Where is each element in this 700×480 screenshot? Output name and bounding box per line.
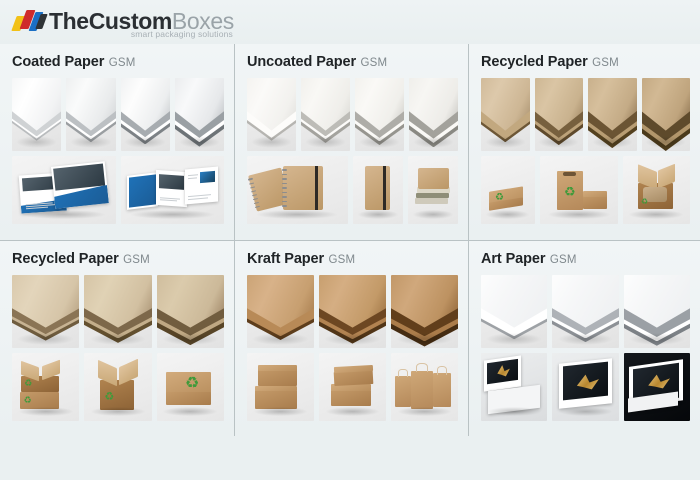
kraft-paper-swatch-1[interactable]	[247, 275, 314, 348]
art-paper-print-gold-sculpture[interactable]	[552, 353, 619, 421]
uncoated-paper-swatch-1[interactable]	[247, 78, 296, 151]
card-recycled-paper-bottom[interactable]: Recycled Paper GSM	[0, 240, 234, 436]
card-title-suffix: GSM	[360, 57, 388, 69]
product-row-kraft	[247, 353, 458, 421]
card-title-suffix: GSM	[549, 254, 577, 266]
recycle-symbol-icon: ♻	[640, 197, 649, 207]
card-title-main: Recycled Paper	[481, 54, 588, 70]
uncoated-paper-swatch-3[interactable]	[355, 78, 404, 151]
card-title-main: Coated Paper	[12, 54, 105, 70]
card-uncoated-paper[interactable]: Uncoated Paper GSM	[234, 44, 468, 240]
card-title-recycled-paper-bottom: Recycled Paper GSM	[12, 250, 224, 268]
card-title-main: Recycled Paper	[12, 251, 119, 267]
recycled-paper-b-swatch-2[interactable]	[84, 275, 152, 348]
art-paper-swatch-1[interactable]	[481, 275, 548, 348]
art-paper-print-dark-gold[interactable]	[623, 353, 690, 421]
card-title-kraft-paper: Kraft Paper GSM	[247, 250, 458, 268]
recycled-open-shipping-box[interactable]: ♻	[622, 156, 690, 224]
logo-word-boxes: Boxes	[171, 8, 234, 34]
coated-paper-swatch-2[interactable]	[66, 78, 116, 151]
card-title-art-paper: Art Paper GSM	[481, 250, 690, 268]
recycled-flat-box-with-recycle-symbol[interactable]: ♻	[481, 156, 535, 224]
card-title-suffix: GSM	[592, 57, 619, 69]
recycle-symbol-icon: ♻	[104, 390, 115, 404]
card-title-suffix: GSM	[108, 57, 136, 69]
brand-header: TheCustomBoxes smart packaging solutions	[0, 0, 700, 44]
recycle-symbol-icon: ♻	[184, 372, 200, 392]
recycle-symbol-icon: ♻	[24, 379, 33, 390]
swatch-row-recycled-top	[481, 78, 690, 151]
kraft-paper-swatch-3[interactable]	[391, 275, 458, 348]
recycled-open-cube-box[interactable]: ♻	[84, 353, 152, 421]
recycled-paper-swatch-2[interactable]	[534, 78, 583, 151]
coated-paper-swatch-4[interactable]	[174, 78, 224, 151]
card-title-recycled-paper-top: Recycled Paper GSM	[481, 53, 690, 71]
product-row-recycled-top: ♻ ♻	[481, 156, 690, 224]
logo-word-the: The	[49, 8, 89, 34]
product-row-coated	[12, 156, 224, 224]
card-kraft-paper[interactable]: Kraft Paper GSM	[234, 240, 468, 436]
recycled-stacked-open-boxes[interactable]: ♻ ♻	[12, 353, 80, 421]
card-coated-paper[interactable]: Coated Paper GSM	[0, 44, 234, 240]
coated-paper-swatch-3[interactable]	[120, 78, 170, 151]
coated-paper-brochure-mockup-2[interactable]	[120, 156, 224, 224]
recycled-paper-b-swatch-3[interactable]	[156, 275, 224, 348]
kraft-paper-swatch-2[interactable]	[319, 275, 386, 348]
recycle-symbol-icon: ♻	[23, 395, 32, 406]
product-row-uncoated	[247, 156, 458, 224]
coated-paper-swatch-1[interactable]	[12, 78, 62, 151]
swatch-row-kraft	[247, 275, 458, 348]
swatch-row-coated	[12, 78, 224, 151]
kraft-two-boxes[interactable]	[319, 353, 386, 421]
product-row-art	[481, 353, 690, 421]
recycled-closed-box-with-recycle-symbol[interactable]: ♻	[156, 353, 224, 421]
card-title-suffix: GSM	[123, 254, 150, 266]
recycled-paper-bag-and-box[interactable]: ♻	[539, 156, 618, 224]
art-paper-swatch-3[interactable]	[623, 275, 690, 348]
recycled-paper-swatch-4[interactable]	[641, 78, 690, 151]
card-title-main: Art Paper	[481, 251, 546, 267]
recycle-symbol-icon: ♻	[563, 184, 576, 200]
card-title-suffix: GSM	[328, 254, 356, 266]
brand-tagline: smart packaging solutions	[130, 29, 233, 39]
card-title-coated-paper: Coated Paper GSM	[12, 53, 224, 71]
uncoated-paper-single-notebook[interactable]	[352, 156, 403, 224]
card-title-main: Uncoated Paper	[247, 54, 356, 70]
product-row-recycled-bottom: ♻ ♻ ♻	[12, 353, 224, 421]
brand-logo[interactable]: TheCustomBoxes smart packaging solutions	[11, 8, 234, 38]
uncoated-paper-swatch-4[interactable]	[409, 78, 458, 151]
kraft-stacked-boxes[interactable]	[247, 353, 314, 421]
recycled-paper-swatch-1[interactable]	[481, 78, 530, 151]
kraft-shopping-bags[interactable]	[391, 353, 458, 421]
uncoated-paper-stacked-notebooks[interactable]	[407, 156, 458, 224]
uncoated-paper-swatch-2[interactable]	[301, 78, 350, 151]
logo-word-custom: Custom	[88, 8, 173, 34]
swatch-row-uncoated	[247, 78, 458, 151]
card-art-paper[interactable]: Art Paper GSM	[468, 240, 700, 436]
card-title-main: Kraft Paper	[247, 251, 325, 267]
recycled-paper-swatch-3[interactable]	[588, 78, 637, 151]
card-title-uncoated-paper: Uncoated Paper GSM	[247, 53, 458, 71]
recycle-symbol-icon: ♻	[494, 191, 504, 203]
recycled-paper-b-swatch-1[interactable]	[12, 275, 80, 348]
stacked-parallelograms-logo-icon	[11, 8, 48, 34]
coated-paper-brochure-mockup-1[interactable]	[12, 156, 116, 224]
card-recycled-paper-top[interactable]: Recycled Paper GSM	[468, 44, 700, 240]
swatch-row-recycled-bottom	[12, 275, 224, 348]
uncoated-paper-spiral-notebooks[interactable]	[247, 156, 348, 224]
swatch-row-art	[481, 275, 690, 348]
art-paper-print-portrait[interactable]	[481, 353, 548, 421]
art-paper-swatch-2[interactable]	[552, 275, 619, 348]
paper-type-grid: Coated Paper GSM	[0, 44, 700, 436]
